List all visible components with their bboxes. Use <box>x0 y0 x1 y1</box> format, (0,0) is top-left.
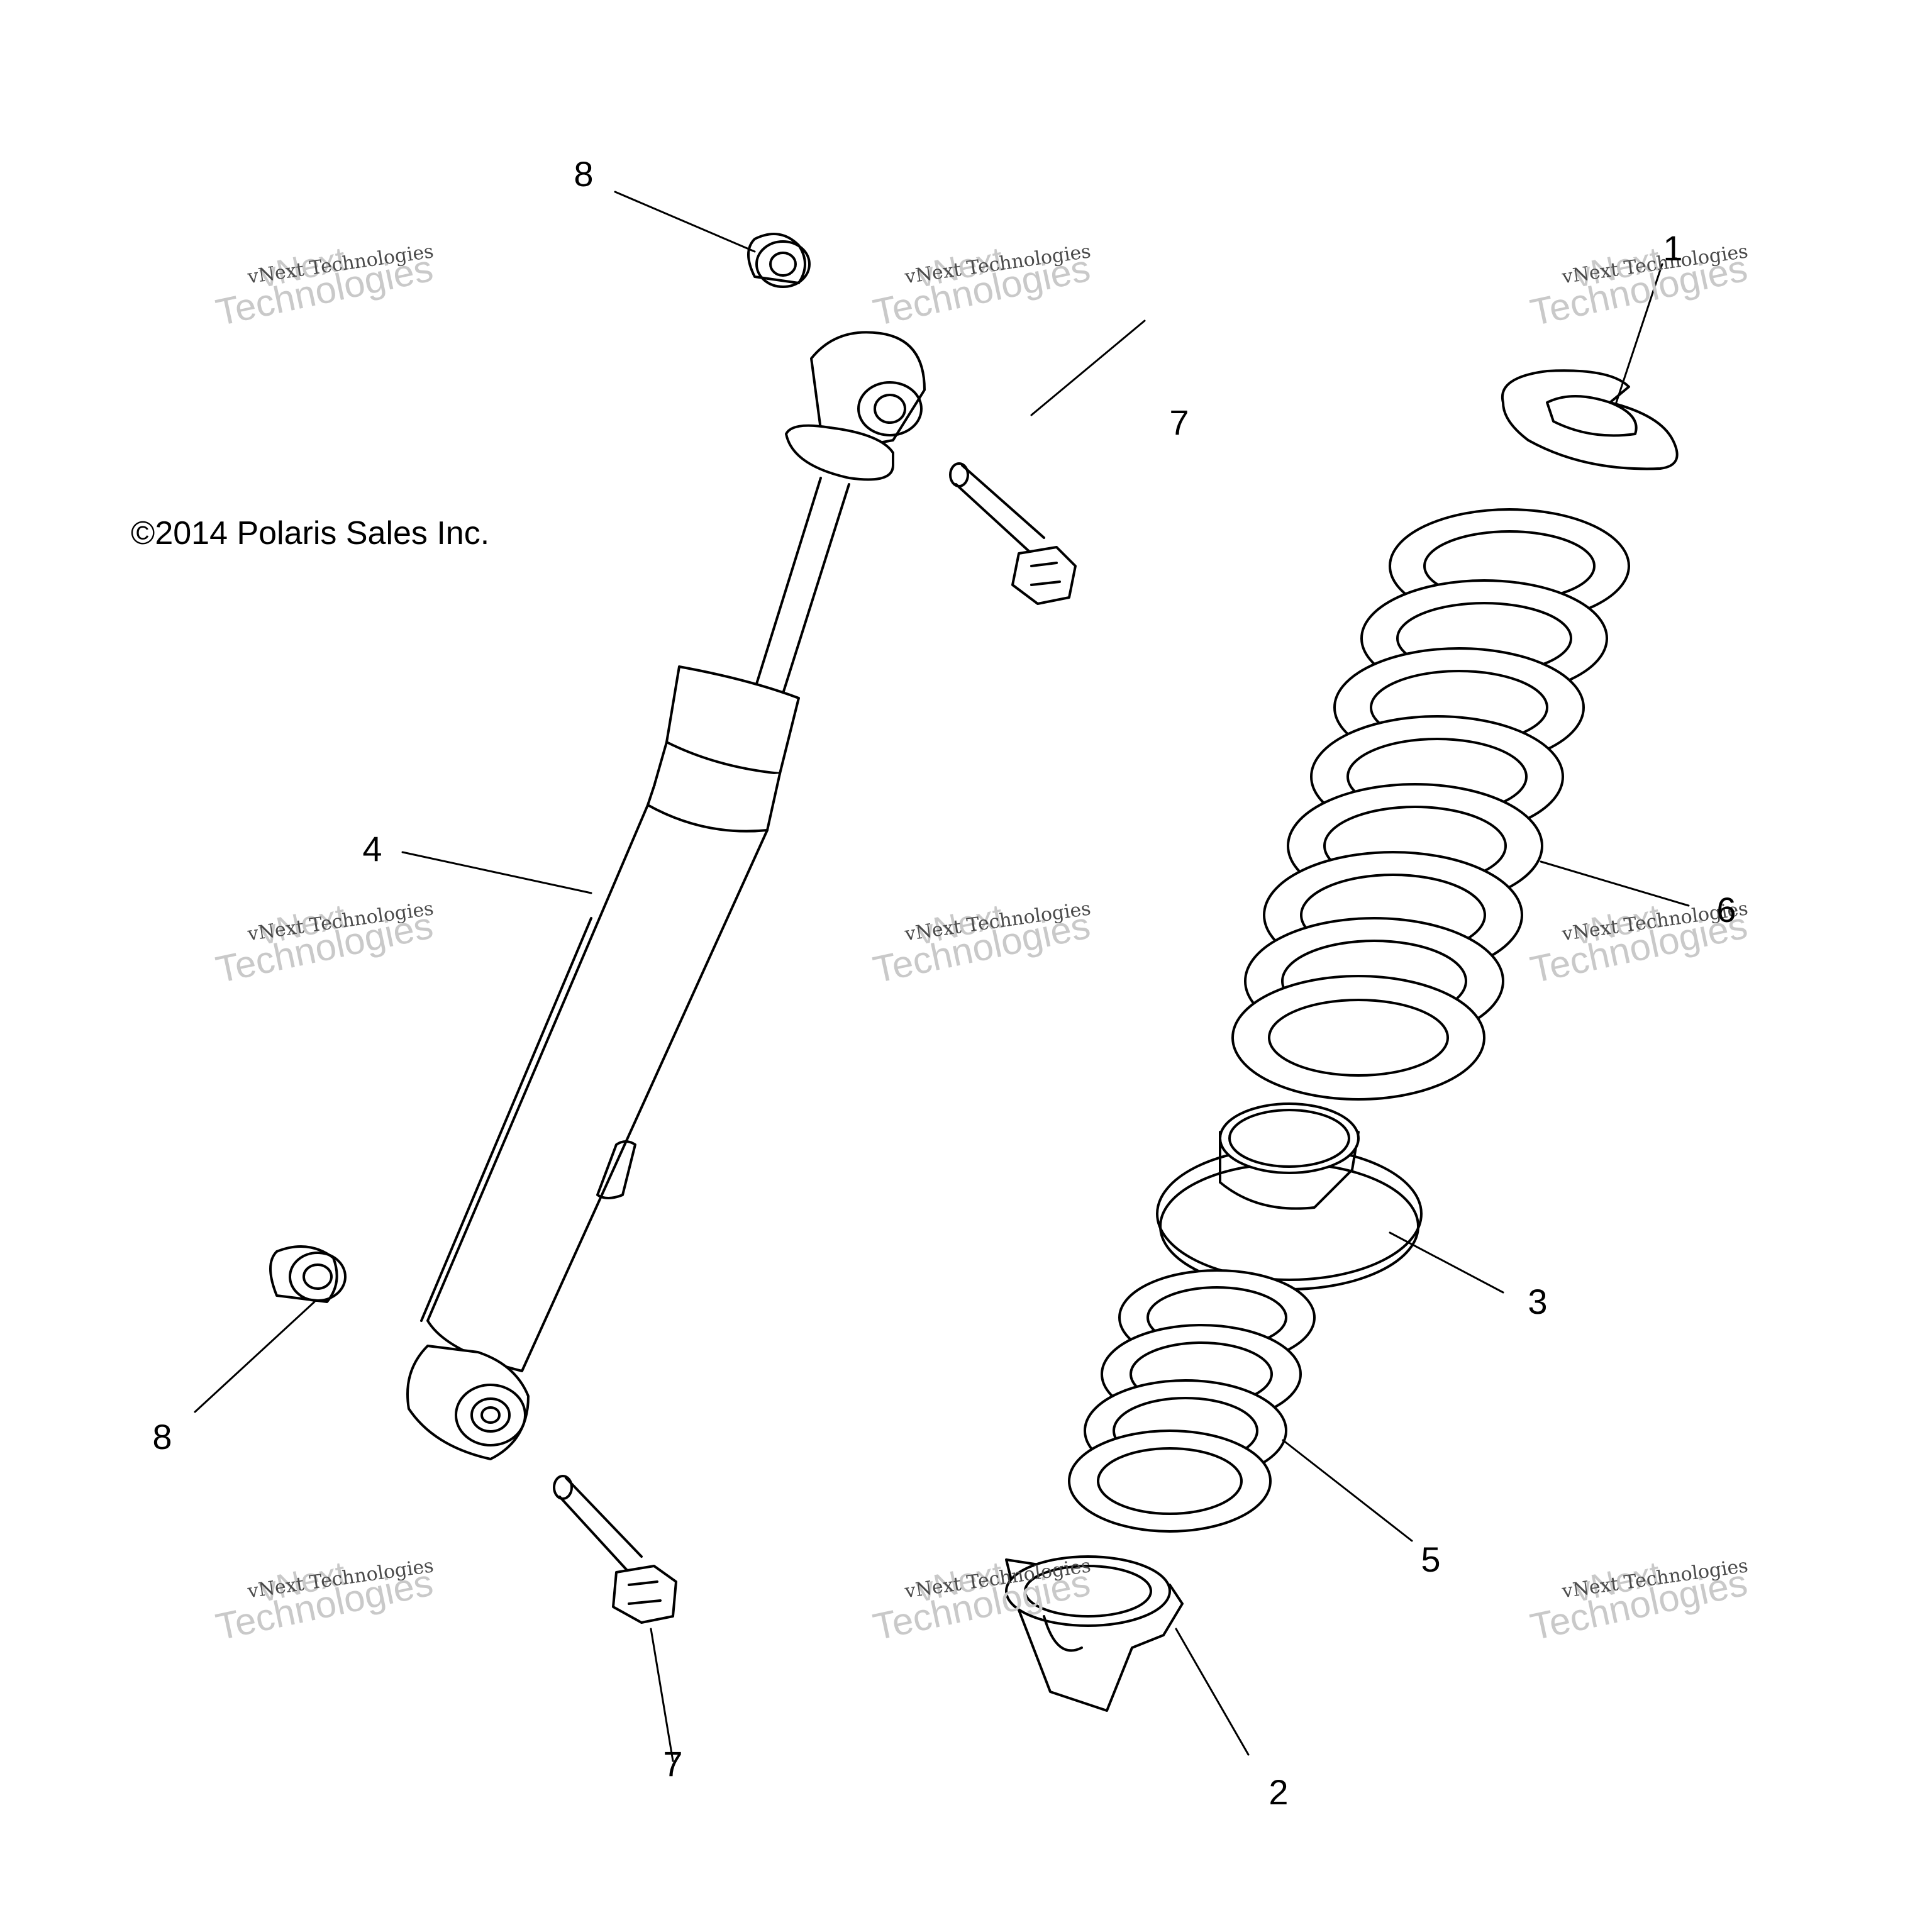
bushing-lower <box>269 1245 347 1303</box>
callout-7-lower: 7 <box>663 1744 683 1784</box>
callout-8-upper: 8 <box>574 154 594 194</box>
callout-1: 1 <box>1663 228 1683 268</box>
callout-8-lower: 8 <box>152 1417 172 1457</box>
callout-6: 6 <box>1716 890 1736 930</box>
bolt-upper <box>949 462 1077 605</box>
spring-adapter <box>1005 1555 1184 1712</box>
callout-4: 4 <box>362 829 382 869</box>
bushing-upper <box>747 233 811 288</box>
callout-3: 3 <box>1528 1282 1548 1321</box>
main-spring <box>1231 508 1630 1101</box>
spring-clip <box>1501 369 1679 470</box>
callout-2: 2 <box>1269 1772 1289 1812</box>
bolt-lower <box>553 1475 677 1624</box>
spring-seat <box>1156 1102 1423 1291</box>
shock-absorber <box>406 331 926 1460</box>
callout-7-upper: 7 <box>1169 402 1189 442</box>
callout-5: 5 <box>1421 1540 1441 1579</box>
leader-lines <box>194 191 1690 1762</box>
copyright-text: ©2014 Polaris Sales Inc. <box>131 515 490 552</box>
secondary-spring <box>1068 1269 1316 1533</box>
